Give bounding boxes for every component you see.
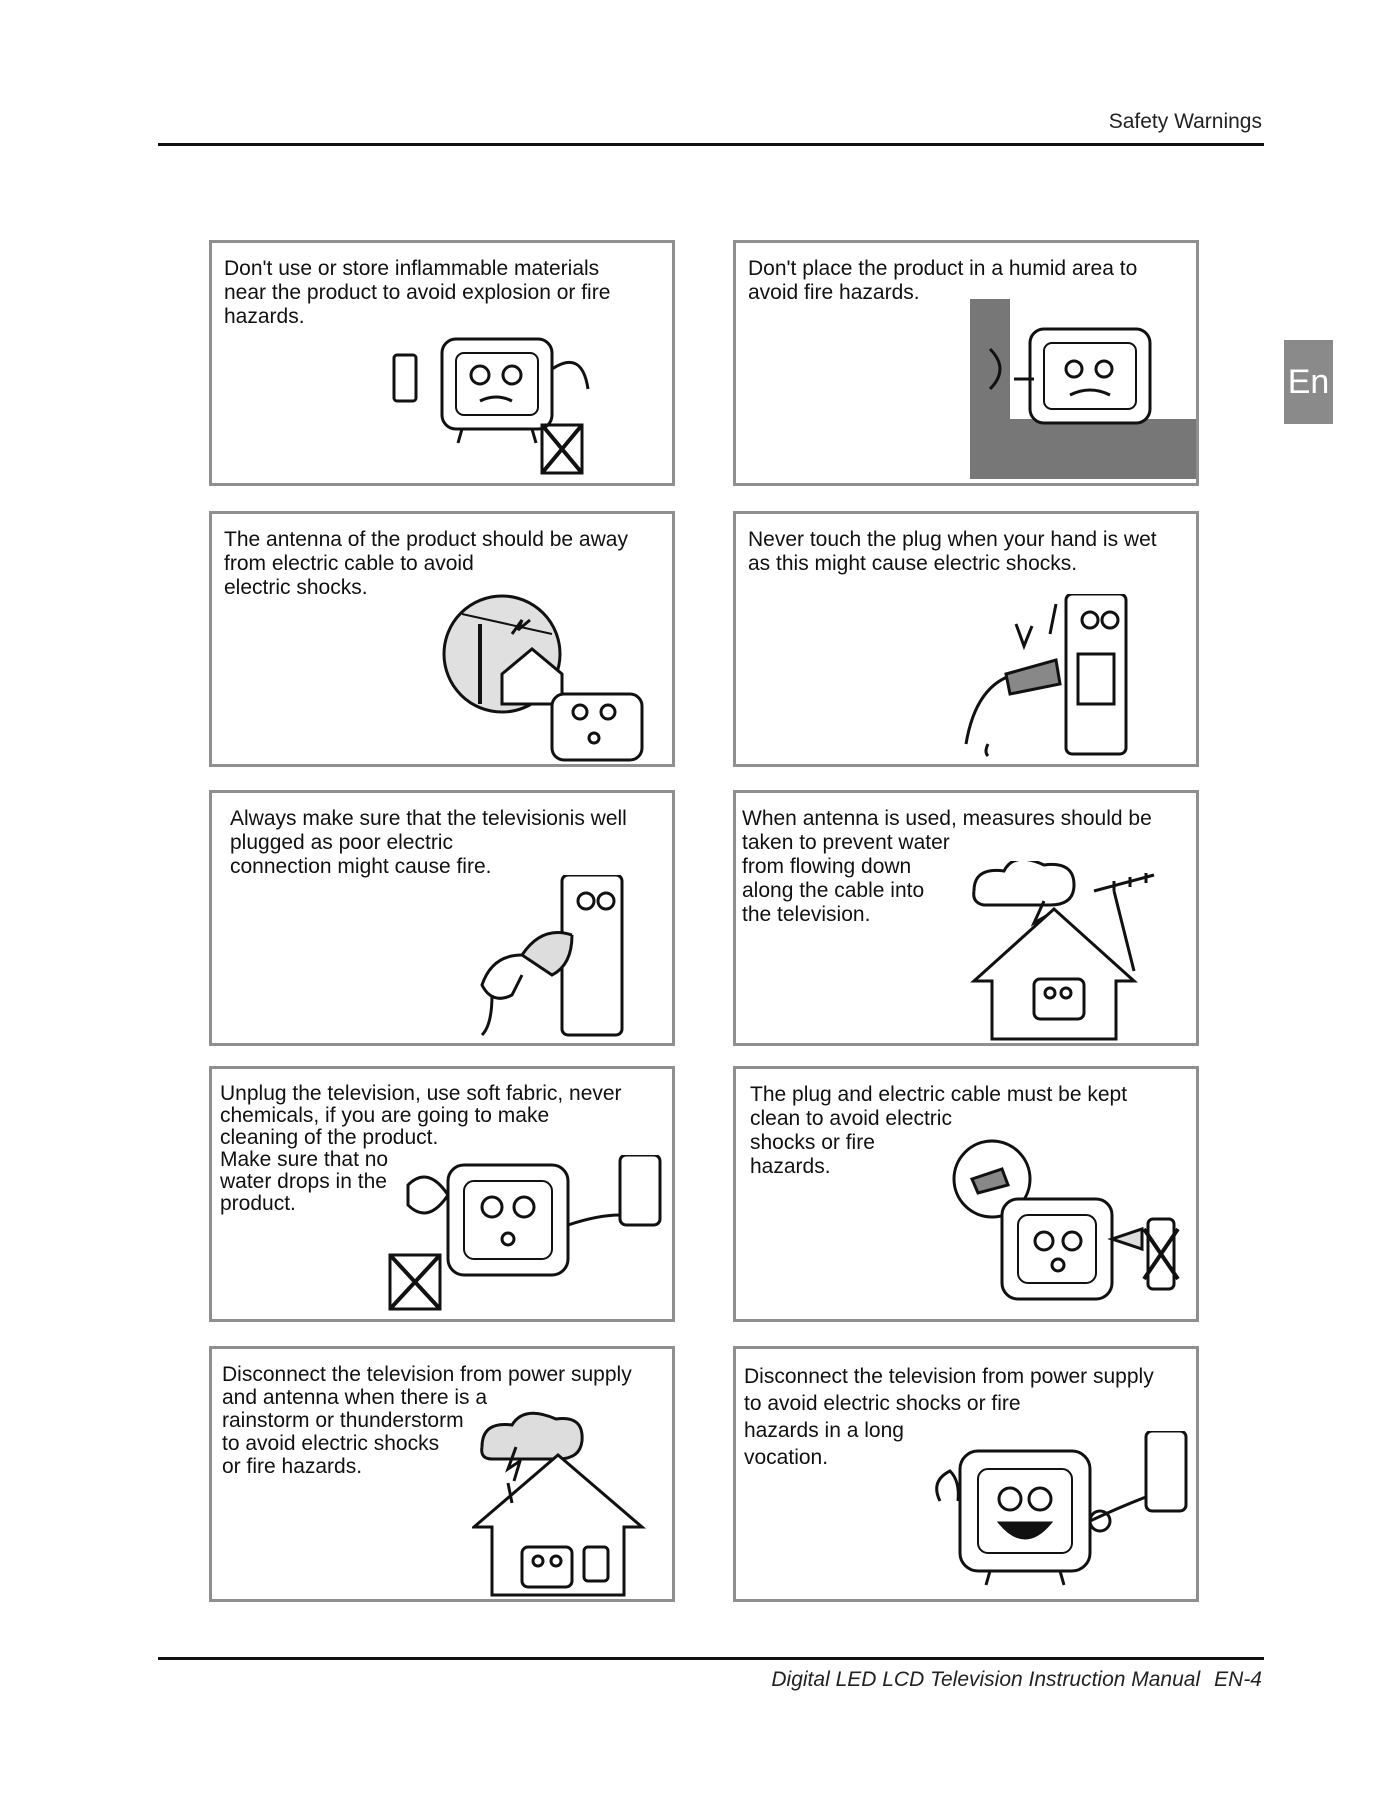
- section-title: Safety Warnings: [1108, 110, 1262, 133]
- tv-inflammable-illustration: [392, 337, 590, 475]
- warning-panel-long-vacation: Disconnect the television from power sup…: [733, 1346, 1199, 1602]
- plugged-illustration: [480, 875, 624, 1037]
- warning-text: Disconnect the television from power sup…: [222, 1363, 632, 1478]
- warning-panel-humid: Don't place the product in a humid area …: [733, 240, 1199, 486]
- warning-panel-cleaning: Unplug the television, use soft fabric, …: [209, 1066, 675, 1322]
- warning-text: The plug and electric cable must be kept…: [750, 1083, 1128, 1178]
- footer: Digital LED LCD Television Instruction M…: [771, 1668, 1262, 1692]
- warning-text: The antenna of the product should be awa…: [224, 528, 628, 599]
- warning-panel-inflammable: Don't use or store inflammable materials…: [209, 240, 675, 486]
- warning-panel-antenna-water: When antenna is used, measures should be…: [733, 790, 1199, 1046]
- warning-panel-clean-plug: The plug and electric cable must be kept…: [733, 1066, 1199, 1322]
- clean-plug-illustration: [952, 1139, 1180, 1301]
- warning-panel-storm: Disconnect the television from power sup…: [209, 1346, 675, 1602]
- warning-text: Don't use or store inflammable materials…: [224, 257, 611, 328]
- warning-panel-plugged: Always make sure that the televisionis w…: [209, 790, 675, 1046]
- warning-text: When antenna is used, measures should be…: [742, 807, 1152, 926]
- wet-hand-plug-illustration: [964, 594, 1128, 758]
- cleaning-illustration: [388, 1155, 662, 1311]
- header-rule: [158, 143, 1264, 146]
- unplug-illustration: [935, 1431, 1188, 1586]
- warning-text: Unplug the television, use soft fabric, …: [220, 1082, 622, 1215]
- language-tab[interactable]: En: [1284, 340, 1333, 424]
- tv-humid-illustration: [970, 299, 1196, 479]
- antenna-cable-illustration: [442, 594, 644, 762]
- footer-rule: [158, 1657, 1264, 1660]
- page-number: EN-4: [1214, 1668, 1262, 1691]
- storm-house-illustration: [472, 1411, 647, 1597]
- manual-title: Digital LED LCD Television Instruction M…: [771, 1668, 1201, 1691]
- warning-panel-antenna-cable: The antenna of the product should be awa…: [209, 511, 675, 767]
- warning-text: Always make sure that the televisionis w…: [230, 807, 627, 878]
- warning-text: Disconnect the television from power sup…: [744, 1365, 1154, 1469]
- house-antenna-illustration: [970, 861, 1155, 1041]
- warning-panel-wet-hand: Never touch the plug when your hand is w…: [733, 511, 1199, 767]
- warning-text: Never touch the plug when your hand is w…: [748, 528, 1157, 575]
- warning-text: Don't place the product in a humid area …: [748, 257, 1138, 304]
